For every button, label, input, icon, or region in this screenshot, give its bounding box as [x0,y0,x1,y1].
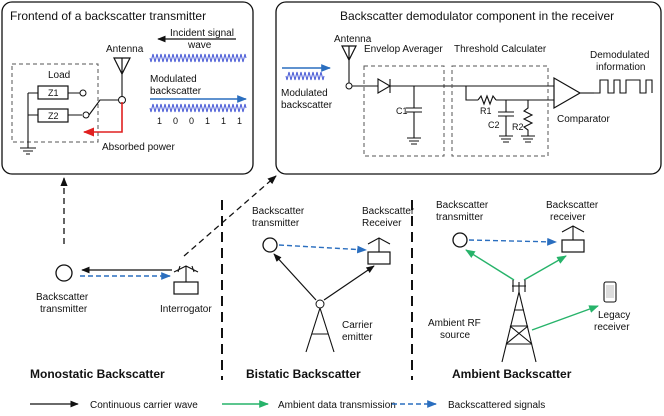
envelope-averager-box [363,65,445,157]
incident-label-1: Incident signal [170,28,234,39]
interrogator-icon [173,265,199,295]
bi-receiver-icon [367,237,391,265]
incident-wave [149,53,247,63]
ambient-scene: Backscatter transmitter Backscatter rece… [428,200,630,381]
modulated-label-1: Modulated [150,74,197,85]
amb-tag-icon [452,232,468,248]
mono-caption: Monostatic Backscatter [30,367,165,381]
c1-label: C1 [396,106,408,116]
comparator-label: Comparator [557,114,610,125]
interrogator-label: Interrogator [160,304,212,315]
bit-sequence: 1 0 0 1 1 1 [157,116,242,126]
bi-emitter-1: Carrier [342,320,373,331]
modulated-wave [149,103,247,113]
absorbed-power-arrow [82,102,123,137]
amb-source-2: source [440,330,470,341]
diode-icon [377,78,392,94]
bi-transmitter-2: transmitter [252,218,300,229]
bit-2: 0 [173,116,178,126]
threshold-label: Threshold Calculater [454,44,547,55]
modulated-label-2: backscatter [150,86,202,97]
r1-label: R1 [480,106,492,116]
output-label-1: Demodulated [590,50,649,61]
legend-carrier: Continuous carrier wave [90,400,198,411]
c2-capacitor [498,100,514,143]
load-label: Load [48,70,70,81]
bi-receiver-1: Backscatter [362,206,415,217]
monostatic-scene: Backscatter transmitter Interrogator Mon… [30,264,212,381]
interrogator-to-demod-arrow [183,175,277,257]
comparator-icon [553,76,582,110]
envelope-label: Envelop Averager [364,44,443,55]
c1-capacitor [406,86,422,145]
demod-modulated-1: Modulated [281,88,328,99]
demod-antenna-label: Antenna [334,34,372,45]
incident-label-2: wave [187,40,212,51]
mono-transmitter-2: transmitter [40,304,88,315]
demodulator-panel: Backscatter demodulator component in the… [275,1,662,175]
legacy-phone-icon [603,281,617,303]
amb-caption: Ambient Backscatter [452,367,572,381]
antenna-icon [113,57,131,76]
output-label-2: information [596,62,645,73]
carrier-emitter-icon [305,299,335,353]
c2-label: C2 [488,120,500,130]
bi-transmitter-1: Backscatter [252,206,305,217]
demod-modulated-2: backscatter [281,100,333,111]
bit-4: 1 [205,116,210,126]
frontend-panel: Frontend of a backscatter transmitter Lo… [1,1,254,175]
legend-backscattered: Backscattered signals [448,400,545,411]
bit-3: 0 [189,116,194,126]
demod-title: Backscatter demodulator component in the… [340,9,614,23]
ambient-rf-tower-icon [501,280,537,363]
output-square-wave [594,79,653,94]
bi-tag-icon [262,237,278,253]
threshold-box [451,65,549,157]
legend-ambient: Ambient data transmission [278,400,396,411]
amb-receiver-icon [561,225,585,253]
r2-label: R2 [512,122,524,132]
z1-label: Z1 [48,88,59,98]
z2-label: Z2 [48,111,59,121]
frontend-antenna-label: Antenna [106,44,144,55]
load-box [11,63,99,143]
bi-caption: Bistatic Backscatter [246,367,361,381]
amb-receiver-1: Backscatter [546,200,599,211]
r1-resistor [477,94,497,106]
receiver-antenna-icon [341,45,357,62]
bi-emitter-2: emitter [342,332,373,343]
amb-legacy-1: Legacy [598,310,630,321]
amb-source-1: Ambient RF [428,318,481,329]
amb-legacy-2: receiver [594,322,630,333]
amb-transmitter-2: transmitter [436,212,484,223]
bit-1: 1 [157,116,162,126]
bit-5: 1 [221,116,226,126]
amb-transmitter-1: Backscatter [436,200,489,211]
amb-receiver-2: receiver [550,212,586,223]
bit-6: 1 [237,116,242,126]
bistatic-scene: Backscatter transmitter Backscatter Rece… [246,206,415,381]
input-wave [285,71,325,81]
bi-receiver-2: Receiver [362,218,402,229]
backscatter-tag-icon [55,264,73,282]
mono-transmitter-1: Backscatter [36,292,89,303]
r2-resistor [521,100,535,143]
frontend-title: Frontend of a backscatter transmitter [10,9,206,23]
absorbed-label: Absorbed power [102,142,175,153]
legend: Continuous carrier wave Ambient data tra… [30,400,545,411]
